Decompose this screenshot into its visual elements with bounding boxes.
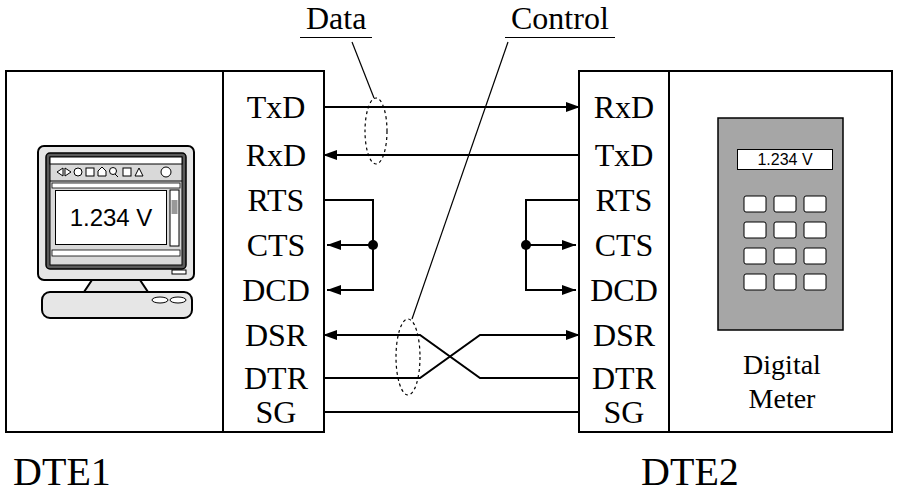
junction-dot bbox=[521, 240, 531, 250]
loopback-wire bbox=[325, 200, 373, 290]
pin-label: TxD bbox=[595, 139, 654, 171]
pin-label: TxD bbox=[247, 91, 306, 123]
monitor-screen bbox=[46, 153, 186, 269]
app-window bbox=[50, 157, 182, 265]
scroll-bar bbox=[170, 190, 179, 246]
loopback-wire bbox=[526, 200, 578, 290]
pin-label: SG bbox=[256, 396, 297, 428]
pin-label: RxD bbox=[594, 91, 654, 123]
keypad-key bbox=[804, 222, 826, 238]
keypad-key bbox=[744, 274, 766, 290]
pin-label: DCD bbox=[590, 274, 658, 306]
toolbar-icon bbox=[135, 168, 143, 176]
toolbar-icon bbox=[115, 174, 118, 177]
meter-body: Digital Meter1.234 V bbox=[718, 118, 843, 330]
toolbar-icons bbox=[57, 167, 171, 177]
pin-label: RTS bbox=[248, 184, 305, 216]
leader-line bbox=[412, 42, 508, 319]
dte-box: DTE1TxDRxDRTSCTSDCDDSRDTRSG1.234 V bbox=[5, 70, 325, 433]
monitor-base bbox=[42, 292, 192, 318]
display-window: 1.234 V bbox=[55, 190, 167, 245]
pin-label: DCD bbox=[242, 274, 310, 306]
toolbar-icon bbox=[57, 168, 63, 176]
signal-wire bbox=[323, 106, 580, 108]
keypad-key bbox=[774, 222, 796, 238]
loopback-wire bbox=[327, 244, 373, 246]
toolbar-icon bbox=[110, 168, 117, 175]
keypad-key bbox=[744, 222, 766, 238]
pin-label: RxD bbox=[246, 139, 306, 171]
toolbar-icon bbox=[161, 167, 171, 177]
pin-label: DTR bbox=[244, 362, 308, 394]
title-bar bbox=[50, 157, 182, 164]
power-button bbox=[172, 270, 186, 274]
meter-display: 1.234 V bbox=[737, 149, 833, 170]
pin-label: DSR bbox=[593, 319, 655, 351]
toolbar-icon bbox=[98, 167, 106, 176]
keypad-key bbox=[744, 196, 766, 212]
device-label: DTE1 bbox=[13, 452, 111, 492]
pin-label: DTR bbox=[592, 362, 656, 394]
computer-monitor bbox=[38, 146, 194, 318]
junction-dot bbox=[368, 240, 378, 250]
loopback-wire bbox=[526, 244, 576, 246]
loopback-wires bbox=[325, 200, 578, 290]
keypad-key bbox=[774, 196, 796, 212]
keypad-key bbox=[744, 248, 766, 264]
pin-label: CTS bbox=[247, 229, 306, 261]
display-reading: 1.234 V bbox=[757, 152, 812, 168]
display-reading: 1.234 V bbox=[70, 206, 153, 230]
meter-body bbox=[718, 118, 843, 330]
keypad-key bbox=[804, 274, 826, 290]
keypad-key bbox=[804, 248, 826, 264]
monitor-case bbox=[38, 146, 194, 280]
dte-box: DTE2RxDTxDRTSCTSDCDDSRDTRSGDigital Meter… bbox=[578, 70, 893, 433]
group-brackets bbox=[365, 98, 420, 395]
leader-line bbox=[352, 42, 374, 98]
base-button bbox=[152, 297, 168, 303]
keypad-key bbox=[774, 248, 796, 264]
pin-panel: RxD TxD RTS CTS DCD DSR DTRSG bbox=[580, 72, 670, 431]
leader-lines bbox=[352, 42, 508, 319]
pin-label: DSR bbox=[245, 319, 307, 351]
status-bar bbox=[52, 250, 180, 256]
scroll-thumb bbox=[172, 200, 178, 214]
device-label: DTE2 bbox=[641, 452, 739, 492]
toolbar-rule bbox=[50, 181, 182, 182]
keypad bbox=[744, 196, 826, 290]
signal-wire bbox=[323, 411, 580, 413]
callout-label: Data bbox=[300, 2, 372, 38]
callout-label: Control bbox=[505, 2, 615, 38]
digital-meter bbox=[718, 118, 843, 330]
pin-label: RTS bbox=[596, 184, 653, 216]
toolbar-icon bbox=[74, 168, 82, 176]
toolbar-icon bbox=[86, 168, 94, 176]
toolbar-icon bbox=[123, 168, 131, 176]
dashed-ellipse bbox=[396, 319, 420, 395]
toolbar-icon bbox=[65, 168, 71, 176]
signal-wire bbox=[323, 154, 580, 156]
keypad-key bbox=[804, 196, 826, 212]
pin-panel: TxD RxD RTS CTS DCD DSR DTRSG bbox=[222, 72, 323, 431]
keypad-key bbox=[774, 274, 796, 290]
pin-label: CTS bbox=[595, 229, 654, 261]
connectors bbox=[323, 107, 580, 412]
monitor-neck bbox=[84, 280, 148, 292]
base-button bbox=[170, 297, 186, 303]
signal-wire bbox=[323, 335, 580, 378]
address-bar bbox=[52, 183, 180, 188]
device-caption: Digital Meter bbox=[717, 348, 847, 415]
signal-wire bbox=[323, 335, 580, 378]
pin-label: SG bbox=[604, 396, 645, 428]
